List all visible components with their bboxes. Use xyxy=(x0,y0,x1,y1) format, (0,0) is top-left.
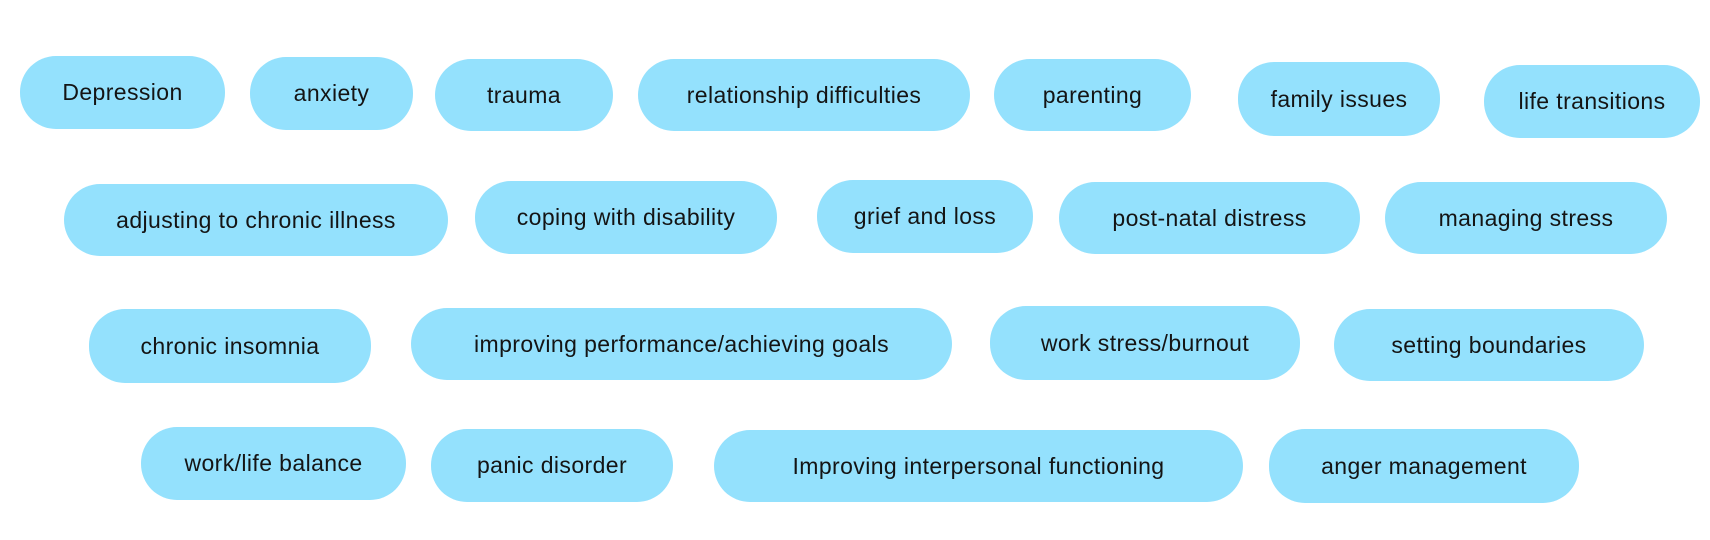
tag-label: improving performance/achieving goals xyxy=(474,330,889,357)
tag-setting-boundaries[interactable]: setting boundaries xyxy=(1334,309,1644,381)
tag-label: Depression xyxy=(62,79,183,105)
tag-label: adjusting to chronic illness xyxy=(116,206,396,233)
tag-label: chronic insomnia xyxy=(140,332,320,359)
tag-improving-interpersonal-functioning[interactable]: Improving interpersonal functioning xyxy=(714,430,1243,502)
tag-work-life-balance[interactable]: work/life balance xyxy=(141,427,406,500)
tag-label: panic disorder xyxy=(476,452,628,478)
tag-anxiety[interactable]: anxiety xyxy=(250,57,413,130)
tag-chronic-insomnia[interactable]: chronic insomnia xyxy=(89,309,371,383)
tag-work-stress-burnout[interactable]: work stress/burnout xyxy=(990,306,1300,380)
tag-label: managing stress xyxy=(1438,204,1614,231)
tag-label: anger management xyxy=(1321,452,1527,479)
tag-managing-stress[interactable]: managing stress xyxy=(1385,182,1667,254)
tag-improving-performance[interactable]: improving performance/achieving goals xyxy=(411,308,952,380)
tag-label: anxiety xyxy=(293,80,370,106)
tag-label: grief and loss xyxy=(853,203,997,229)
tag-label: relationship difficulties xyxy=(686,81,922,108)
tag-anger-management[interactable]: anger management xyxy=(1269,429,1579,503)
tag-panic-disorder[interactable]: panic disorder xyxy=(431,429,673,502)
tag-coping-with-disability[interactable]: coping with disability xyxy=(475,181,777,254)
tag-adjusting-to-chronic-illness[interactable]: adjusting to chronic illness xyxy=(64,184,448,256)
tag-label: setting boundaries xyxy=(1391,331,1587,358)
tag-label: family issues xyxy=(1270,85,1408,112)
tag-label: trauma xyxy=(487,81,561,108)
tag-relationship-difficulties[interactable]: relationship difficulties xyxy=(638,59,970,131)
tag-depression[interactable]: Depression xyxy=(20,56,225,129)
tag-label: coping with disability xyxy=(516,204,736,230)
tag-post-natal-distress[interactable]: post-natal distress xyxy=(1059,182,1360,254)
tag-label: parenting xyxy=(1042,81,1143,108)
tag-label: work/life balance xyxy=(184,450,363,476)
tag-label: Improving interpersonal functioning xyxy=(792,452,1165,479)
tag-life-transitions[interactable]: life transitions xyxy=(1484,65,1700,138)
tag-label: work stress/burnout xyxy=(1040,329,1250,356)
tag-trauma[interactable]: trauma xyxy=(435,59,613,131)
tag-parenting[interactable]: parenting xyxy=(994,59,1191,131)
tag-grief-and-loss[interactable]: grief and loss xyxy=(817,180,1033,253)
tag-label: post-natal distress xyxy=(1112,204,1307,231)
tag-label: life transitions xyxy=(1518,88,1666,114)
tag-family-issues[interactable]: family issues xyxy=(1238,62,1440,136)
